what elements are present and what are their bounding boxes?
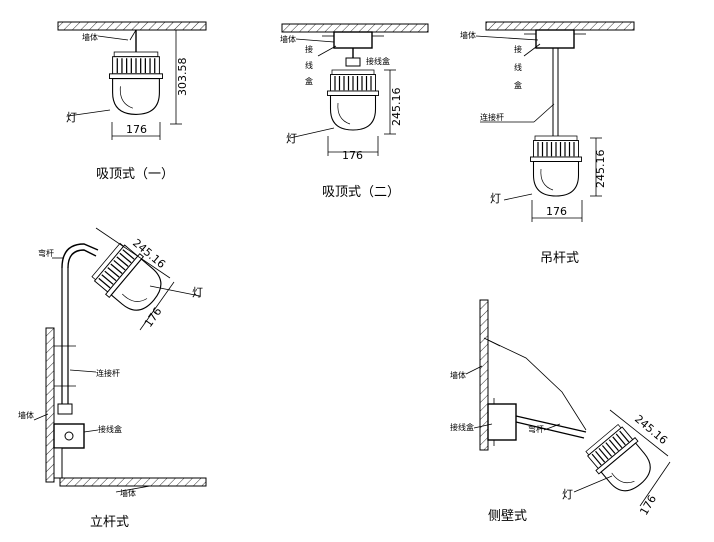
junction-box [487,403,517,441]
height-dimension: 303.58 [176,58,189,97]
leader-line [473,423,493,429]
leader-line [503,193,533,201]
height-dimension: 245.16 [594,150,607,189]
leader-line [573,475,613,493]
diameter-dimension: 176 [126,123,147,136]
leader-line [33,413,49,421]
leader-line [149,285,201,297]
leader-line [67,109,111,117]
dim-line [609,409,669,457]
junction-box-label-char: 线 [514,62,522,72]
coupling [345,57,361,67]
figure-pole-mount: 墙体 墙体 弯杆 连接杆 接线盒 245.16 176 灯 立杆式 [18,227,207,530]
support-chain [487,339,587,431]
bent-rod [67,249,97,269]
ceiling-slab [485,21,635,31]
lamp-fixture [326,69,380,131]
caption-ceiling-1: 吸顶式（一） [96,167,174,182]
lamp-label: 灯 [490,192,501,205]
ceiling-slab [281,23,429,33]
leader-line [115,485,151,493]
junction-box [53,423,85,449]
connecting-rod-label: 连接杆 [96,368,120,378]
chain-anchor [483,337,501,347]
wall-slab [45,327,55,483]
leader-line [289,127,335,139]
leader-line [69,369,97,373]
caption-wall: 侧壁式 [488,509,527,524]
leader-line [523,43,541,57]
pole-base [53,447,63,479]
bent-rod-label: 弯杆 [38,248,54,258]
wall-label: 墙体 [280,34,296,44]
junction-box [535,29,575,49]
junction-box-label: 接线盒 [366,56,390,66]
junction-box-label-char: 接 [305,44,313,54]
dim-line [95,227,171,279]
diameter-dimension: 176 [342,149,363,162]
lamp-fixture [529,135,583,197]
figure-ceiling-mount-2: 墙体 接 线 盒 接线盒 灯 245.16 176 吸顶式（二） [280,23,429,200]
bent-rod [61,243,99,269]
lamp-fixture [108,51,164,116]
caption-pole: 立杆式 [90,515,129,530]
junction-box-label: 接线盒 [98,424,122,434]
leader-line [475,35,539,41]
junction-box-label: 接线盒 [450,422,474,432]
lamp-label: 灯 [66,111,77,124]
diameter-dimension: 176 [637,493,659,518]
wall-arm [515,415,587,433]
caption-ceiling-2: 吸顶式（二） [322,185,400,200]
figure-pendant-mount: 墙体 接 线 盒 连接杆 灯 245.16 176 吊杆式 [460,21,635,266]
wall-arm [515,421,585,439]
figure-ceiling-mount-1: 墙体 灯 303.58 176 吸顶式（一） [57,21,207,182]
leader-line [295,38,335,43]
wall-slab [479,299,489,451]
dim-line [639,461,671,507]
junction-box-label-char: 接 [514,44,522,54]
junction-box-label-char: 盒 [514,80,522,90]
wall-label: 墙体 [460,30,476,40]
leader-line [543,423,561,431]
ceiling-slab [57,21,207,31]
junction-box-label-char: 盒 [305,76,313,86]
wall-label: 墙体 [82,32,98,42]
bent-rod-label: 弯杆 [528,424,544,434]
wall-label: 墙体 [450,370,466,380]
wall-label: 墙体 [18,410,34,420]
wall-label: 墙体 [120,488,136,498]
lamp-label: 灯 [562,488,573,501]
connecting-rod-label: 连接杆 [480,112,504,122]
leader-line [97,35,129,41]
lamp-label: 灯 [192,286,203,299]
lamp-label: 灯 [286,132,297,145]
junction-box-knob [64,431,74,441]
coupling [57,403,73,415]
height-dimension: 245.16 [390,88,403,127]
diameter-dimension: 176 [142,305,165,330]
junction-box-label-char: 线 [305,60,313,70]
leader-line [533,103,555,123]
figure-wall-mount: 墙体 接线盒 弯杆 245.16 176 灯 侧壁式 [450,299,671,524]
leader-line [317,45,337,57]
diameter-dimension: 176 [546,205,567,218]
lamp-fixture [88,239,172,322]
floor-slab [59,477,207,487]
leader-line [465,365,483,375]
caption-pendant: 吊杆式 [540,251,579,266]
junction-box [333,31,373,49]
leader-line [83,429,99,433]
mount-stem [129,29,137,41]
